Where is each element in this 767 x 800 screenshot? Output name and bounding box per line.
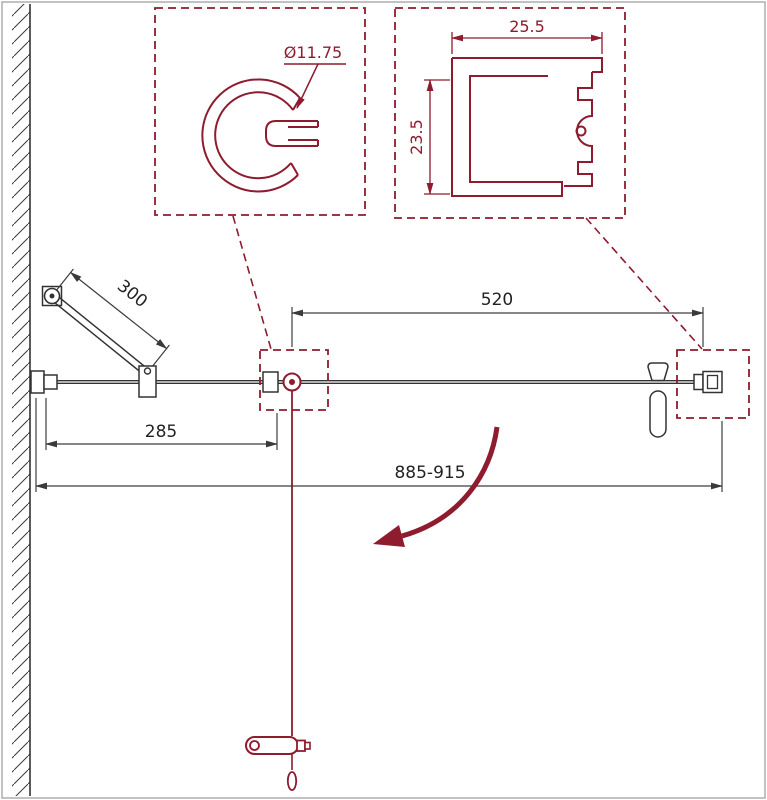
wall: [12, 4, 31, 796]
glass-width-label: 520: [481, 290, 513, 310]
detail-callout-left: Ø11.75: [154, 7, 366, 216]
leader-left: [232, 215, 272, 350]
swing-arrow-arc: [401, 426, 500, 539]
diameter-leader-line: [296, 63, 319, 109]
knob-right: [647, 362, 669, 438]
total-width-label: 885-915: [394, 463, 465, 483]
wall-hatching: [12, 4, 30, 796]
wall-mount-clamp: [43, 374, 58, 390]
dimension-total-width: 885-915: [35, 398, 723, 492]
dimension-profile-height: 23.5: [407, 79, 450, 195]
detail-callout-right: 25.5 23.5: [394, 7, 626, 219]
width-dimension-label: 25.5: [509, 17, 545, 36]
handle-grip: [245, 736, 299, 755]
hinge-clamp: [262, 371, 279, 393]
end-profile-callout-box: [676, 349, 750, 419]
detail-box-left-outline: [154, 7, 366, 216]
diameter-dimension-label: Ø11.75: [284, 43, 342, 62]
dimension-profile-width: 25.5: [451, 17, 603, 54]
height-dimension-label: 23.5: [407, 119, 426, 155]
door-assembly: [30, 370, 694, 394]
handle-hook: [286, 771, 298, 791]
arm-length-label: 300: [113, 276, 151, 312]
swing-arrow-head: [373, 525, 405, 547]
handle-mount: [296, 739, 306, 752]
hinge-callout-box: [259, 349, 329, 411]
dimension-wall-to-hinge: 285: [45, 398, 278, 450]
dimension-glass-width: 520: [291, 290, 704, 347]
knob-body: [649, 390, 667, 438]
arm-glass-clamp: [138, 365, 157, 398]
wall-to-hinge-label: 285: [145, 422, 177, 442]
round-profile-drawing: [201, 78, 319, 193]
end-profile-right: [676, 349, 750, 419]
channel-profile-drawing: [451, 57, 603, 197]
detail-box-right-outline: [394, 7, 626, 219]
knob-cap: [647, 362, 669, 382]
swing-arrow: [373, 426, 500, 547]
leader-right: [585, 217, 703, 350]
handle-bottom: [245, 736, 311, 791]
wall-mount-bracket: [30, 370, 45, 394]
